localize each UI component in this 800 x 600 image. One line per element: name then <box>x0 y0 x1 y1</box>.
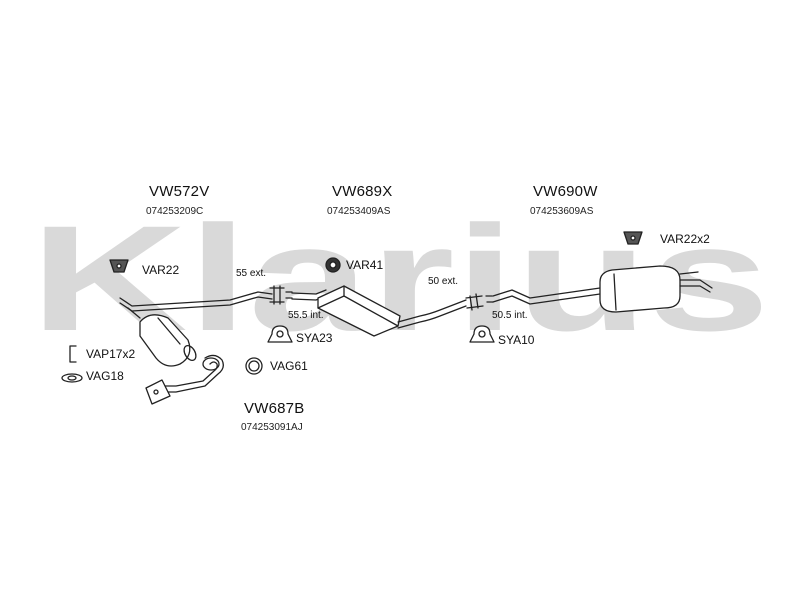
fitting-label-var22: VAR22 <box>142 263 180 277</box>
clamp-icon <box>469 325 495 343</box>
dimension-55-ext: 55 ext. <box>236 268 267 279</box>
clamp-icon <box>267 325 293 343</box>
dimension-55-5-int: 55.5 int. <box>288 310 324 321</box>
ring-gasket-icon <box>245 357 263 375</box>
fitting-label-sya23: SYA23 <box>296 331 333 345</box>
fitting-label-sya10: SYA10 <box>498 333 535 347</box>
fitting-label-var22x2: VAR22x2 <box>660 232 710 246</box>
gasket-icon <box>61 373 83 383</box>
fitting-label-vap17x2: VAP17x2 <box>86 347 136 361</box>
bracket-icon <box>69 345 77 363</box>
assembly-partno-vw687b: 074253091AJ <box>241 422 303 433</box>
front-pipe-vw572v <box>119 291 273 367</box>
assembly-code-vw687b: VW687B <box>244 400 305 417</box>
fitting-label-var41: VAR41 <box>346 258 384 272</box>
rubber-hanger-icon <box>623 231 643 245</box>
assembly-code-vw689x: VW689X <box>332 183 393 200</box>
assembly-partno-vw689x: 074253409AS <box>327 206 391 217</box>
rear-section-vw690w <box>492 265 713 313</box>
assembly-partno-vw690w: 074253609AS <box>530 206 594 217</box>
fitting-label-vag18: VAG18 <box>86 369 124 383</box>
fitting-label-vag61: VAG61 <box>270 359 308 373</box>
joint-clamp-1 <box>269 285 293 305</box>
assembly-code-vw690w: VW690W <box>533 183 598 200</box>
rubber-hanger-icon <box>109 259 129 273</box>
joint-clamp-2 <box>465 293 494 311</box>
dimension-50-5-int: 50.5 int. <box>492 310 528 321</box>
ring-gasket-icon <box>325 257 341 273</box>
dimension-50-ext: 50 ext. <box>428 276 459 287</box>
centre-section-vw689x <box>291 285 467 337</box>
downpipe-vw687b <box>145 354 224 405</box>
assembly-code-vw572v: VW572V <box>149 183 210 200</box>
assembly-partno-vw572v: 074253209C <box>146 206 204 217</box>
